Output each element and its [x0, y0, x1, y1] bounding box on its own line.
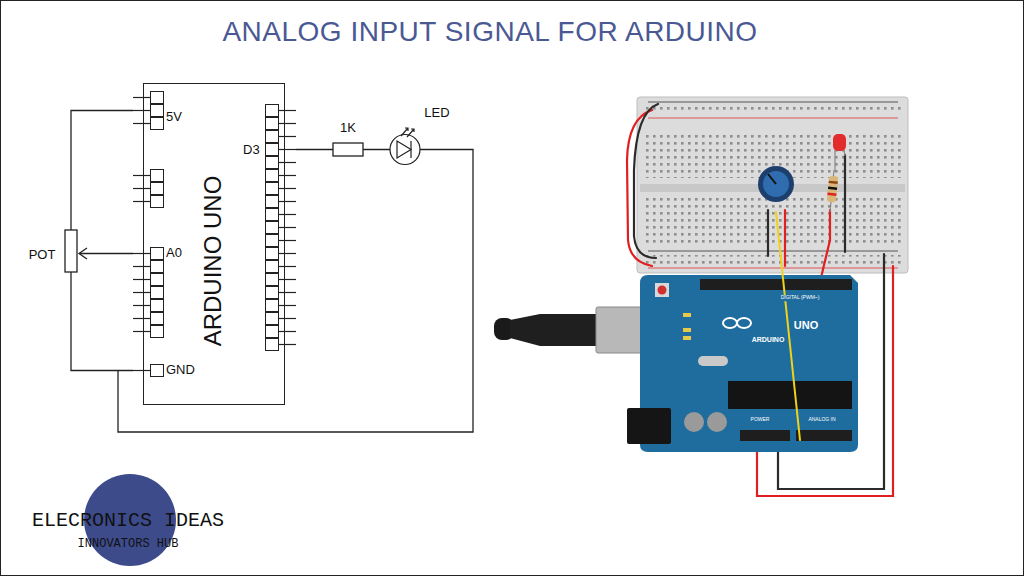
wiper-arrow	[79, 248, 87, 259]
diode-bar	[410, 141, 411, 158]
led-leg	[844, 150, 845, 156]
board-text: ANALOG IN	[807, 417, 836, 423]
pin-headers	[133, 91, 296, 377]
potentiometer	[758, 166, 794, 202]
part-name: POT	[29, 248, 56, 262]
potentiometer-symbol	[65, 230, 77, 272]
wire	[296, 149, 333, 150]
led-body	[833, 134, 846, 151]
rail-line	[648, 118, 898, 119]
board-text: UNO	[793, 319, 819, 331]
capacitor	[707, 412, 727, 432]
header-stubs	[133, 169, 150, 208]
part-name: LED	[424, 106, 449, 120]
board-led	[683, 313, 691, 317]
power-header	[150, 91, 164, 130]
resistor-band	[829, 181, 838, 184]
digital-header	[265, 104, 279, 351]
gnd-pin	[150, 364, 164, 377]
led-circle	[390, 135, 420, 165]
board-pcb	[640, 275, 858, 452]
board-led	[683, 336, 691, 340]
rail-line	[648, 268, 898, 269]
reset-button	[655, 283, 669, 297]
breadboard-body	[637, 97, 908, 273]
resistor	[827, 170, 839, 212]
wire	[118, 150, 473, 433]
resistor-band	[828, 187, 837, 190]
black-wire	[844, 155, 846, 252]
logo-text: ELECRONICS IDEAS	[32, 510, 224, 532]
cable-body	[510, 314, 598, 346]
black-wire	[634, 104, 658, 258]
board-text: POWER	[750, 417, 771, 423]
reset-button	[658, 286, 667, 295]
rail-line	[648, 251, 898, 252]
capacitor	[684, 412, 704, 432]
header-stubs	[133, 91, 150, 130]
rail-holes	[644, 255, 901, 264]
pin-name: 5V	[166, 110, 182, 124]
pot-indicator	[768, 174, 776, 184]
wiper-wire	[80, 253, 133, 254]
diagram-title: ANALOG INPUT SIGNAL FOR ARDUINO	[222, 17, 757, 48]
analog-header	[150, 247, 164, 338]
breadboard	[637, 97, 908, 273]
crystal	[698, 356, 728, 366]
pot-knob	[763, 171, 789, 197]
analog-pins	[796, 430, 852, 441]
usb-cable	[494, 307, 642, 353]
board-logo	[737, 318, 751, 328]
red-wire	[627, 110, 652, 266]
diode-triangle	[397, 141, 411, 158]
breadboard-wires	[627, 104, 893, 496]
schematic-wires	[71, 111, 473, 433]
pin-name: A0	[166, 246, 182, 260]
arduino-board-box: ARDUINO UNO	[143, 83, 285, 405]
pin-name: D3	[243, 143, 260, 157]
power-header	[150, 169, 164, 208]
usb-plug	[596, 307, 642, 353]
board-text: ARDUINO	[751, 336, 786, 344]
wire	[71, 272, 133, 371]
pin-name: GND	[166, 363, 195, 377]
light-arrow	[401, 128, 408, 136]
arduino-board	[627, 275, 858, 452]
microcontroller-chip	[728, 381, 852, 409]
resistor-body	[827, 176, 839, 203]
light-arrow	[407, 129, 414, 137]
resistor-value: 1K	[340, 121, 356, 135]
header-stubs	[133, 364, 150, 377]
resistor-symbol	[333, 143, 363, 156]
header-stubs	[279, 104, 296, 351]
logo-subtext: INNOVATORS HUB	[78, 538, 179, 551]
red-wire	[784, 210, 786, 266]
board-logo	[723, 318, 737, 328]
resistor-band	[827, 193, 836, 196]
board-text: DIGITAL (PWM~)	[780, 295, 821, 301]
header-stubs	[133, 247, 150, 338]
rail-holes	[644, 105, 901, 114]
power-pins	[740, 430, 790, 441]
rail-line	[648, 102, 898, 103]
pot-body	[758, 166, 794, 202]
black-wire	[767, 210, 769, 256]
strip-holes	[644, 198, 901, 243]
led-symbol	[390, 128, 420, 165]
board-name: ARDUINO UNO	[200, 176, 226, 347]
led	[833, 134, 846, 172]
board-led	[683, 328, 691, 332]
power-jack	[627, 408, 671, 444]
wire	[71, 111, 133, 231]
digital-pins	[700, 279, 852, 290]
red-wire	[820, 210, 830, 282]
led-leg	[834, 150, 835, 172]
